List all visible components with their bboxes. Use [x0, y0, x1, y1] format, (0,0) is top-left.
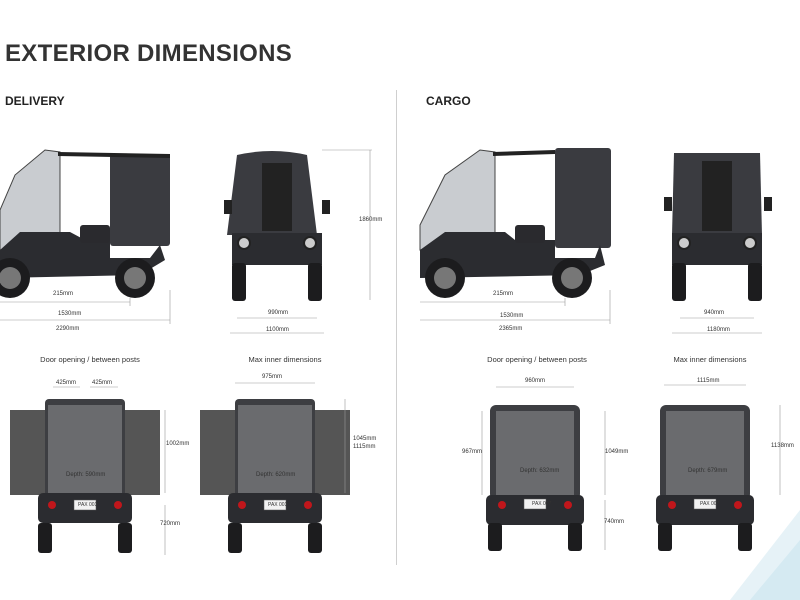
delivery-length-dim: 2290mm — [56, 326, 80, 332]
cargo-front-vehicle-image — [664, 153, 772, 301]
delivery-inner-caption: Max inner dimensions — [248, 355, 322, 364]
delivery-width-dim: 1100mm — [266, 327, 289, 333]
cargo-front-view — [664, 153, 772, 334]
cargo-inner-view — [656, 384, 781, 551]
delivery-inner-depth-dim: Depth: 620mm — [256, 472, 296, 478]
cargo-door-left-dim: 967mm — [462, 449, 483, 455]
cargo-door-view — [481, 386, 606, 551]
cargo-width-dim: 1180mm — [707, 327, 730, 333]
cargo-door-vehicle-image — [486, 405, 584, 551]
cargo-inner-vehicle-image — [656, 405, 754, 551]
delivery-height-dim: 1860mm — [359, 217, 383, 223]
delivery-door-vehicle-image — [10, 399, 160, 553]
delivery-door-floor-dim: 720mm — [160, 521, 181, 527]
cargo-door-height-dim: 1049mm — [605, 449, 629, 455]
delivery-inner-width-dim: 975mm — [262, 374, 283, 380]
delivery-door-plate: PAX 003 — [78, 502, 98, 508]
delivery-inner-height-b-dim: 1115mm — [353, 444, 376, 450]
cargo-track-dim: 940mm — [704, 310, 725, 316]
delivery-door-right-dim: 425mm — [92, 380, 113, 386]
cargo-door-floor-dim: 740mm — [604, 519, 625, 525]
delivery-front-view — [224, 149, 372, 334]
delivery-door-caption: Door opening / between posts — [40, 355, 140, 364]
delivery-front-vehicle-image — [224, 151, 330, 301]
cargo-inner-plate: PAX 007 — [700, 501, 720, 507]
delivery-side-vehicle-image — [0, 149, 170, 298]
cargo-side-view — [419, 148, 611, 324]
delivery-door-depth-dim: Depth: 590mm — [66, 472, 106, 478]
delivery-inner-vehicle-image — [200, 399, 350, 553]
cargo-inner-depth-dim: Depth: 679mm — [688, 468, 728, 474]
cargo-wheel-gap-dim: 215mm — [493, 291, 514, 297]
cargo-inner-caption: Max inner dimensions — [673, 355, 747, 364]
page-title: EXTERIOR DIMENSIONS — [5, 40, 293, 67]
delivery-door-left-dim: 425mm — [56, 380, 77, 386]
cargo-door-plate: PAX 007 — [532, 501, 552, 507]
delivery-inner-view — [200, 382, 350, 553]
cargo-door-depth-dim: Depth: 632mm — [520, 468, 560, 474]
delivery-inner-height-a-dim: 1045mm — [353, 436, 377, 442]
delivery-door-height-dim: 1002mm — [166, 441, 190, 447]
corner-decoration — [730, 510, 800, 600]
cargo-door-caption: Door opening / between posts — [487, 355, 587, 364]
section-label-delivery: DELIVERY — [5, 94, 65, 108]
cargo-length-dim: 2365mm — [499, 326, 523, 332]
cargo-inner-width-dim: 1115mm — [697, 378, 720, 384]
cargo-inner-height-dim: 1138mm — [771, 443, 794, 449]
delivery-wheelbase-dim: 1530mm — [58, 311, 82, 317]
delivery-wheel-gap-dim: 215mm — [53, 291, 74, 297]
delivery-door-view — [10, 386, 166, 555]
delivery-track-dim: 990mm — [268, 310, 289, 316]
delivery-inner-plate: PAX 003 — [268, 502, 288, 508]
section-label-cargo: CARGO — [426, 94, 471, 108]
cargo-side-vehicle-image — [419, 148, 611, 298]
delivery-side-view — [0, 149, 171, 324]
cargo-wheelbase-dim: 1530mm — [500, 313, 524, 319]
cargo-door-width-dim: 960mm — [525, 378, 546, 384]
section-divider — [396, 90, 397, 565]
